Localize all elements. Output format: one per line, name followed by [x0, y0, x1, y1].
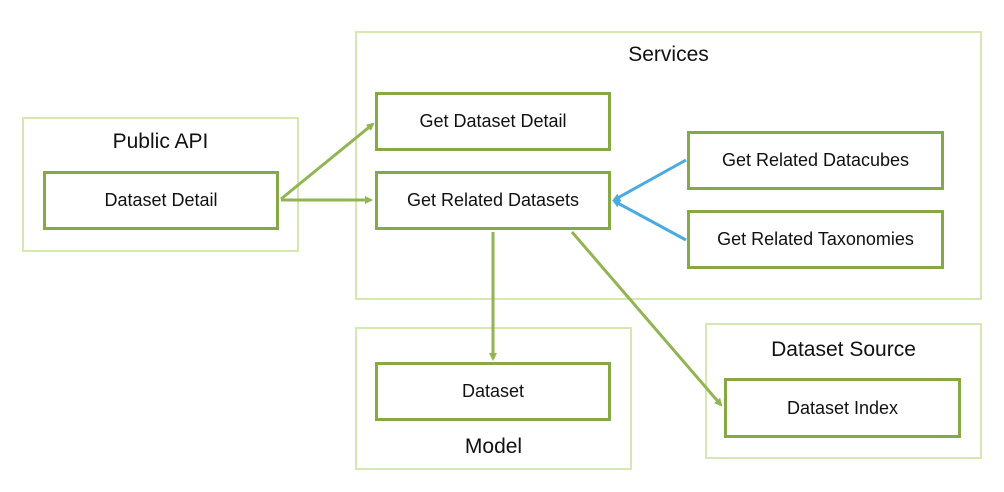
dataset-node: Dataset: [375, 362, 611, 421]
dataset-detail-node: Dataset Detail: [43, 171, 279, 230]
public-api-title: Public API: [112, 130, 209, 153]
get-related-taxonomies-node: Get Related Taxonomies: [687, 210, 944, 269]
get-related-datacubes-node: Get Related Datacubes: [687, 131, 944, 190]
dataset-index-node: Dataset Index: [724, 378, 961, 438]
get-dataset-detail-node: Get Dataset Detail: [375, 92, 611, 151]
model-title: Model: [464, 435, 523, 458]
dataset-source-title: Dataset Source: [771, 338, 916, 361]
services-title: Services: [628, 43, 709, 66]
get-related-datasets-node: Get Related Datasets: [375, 171, 611, 230]
